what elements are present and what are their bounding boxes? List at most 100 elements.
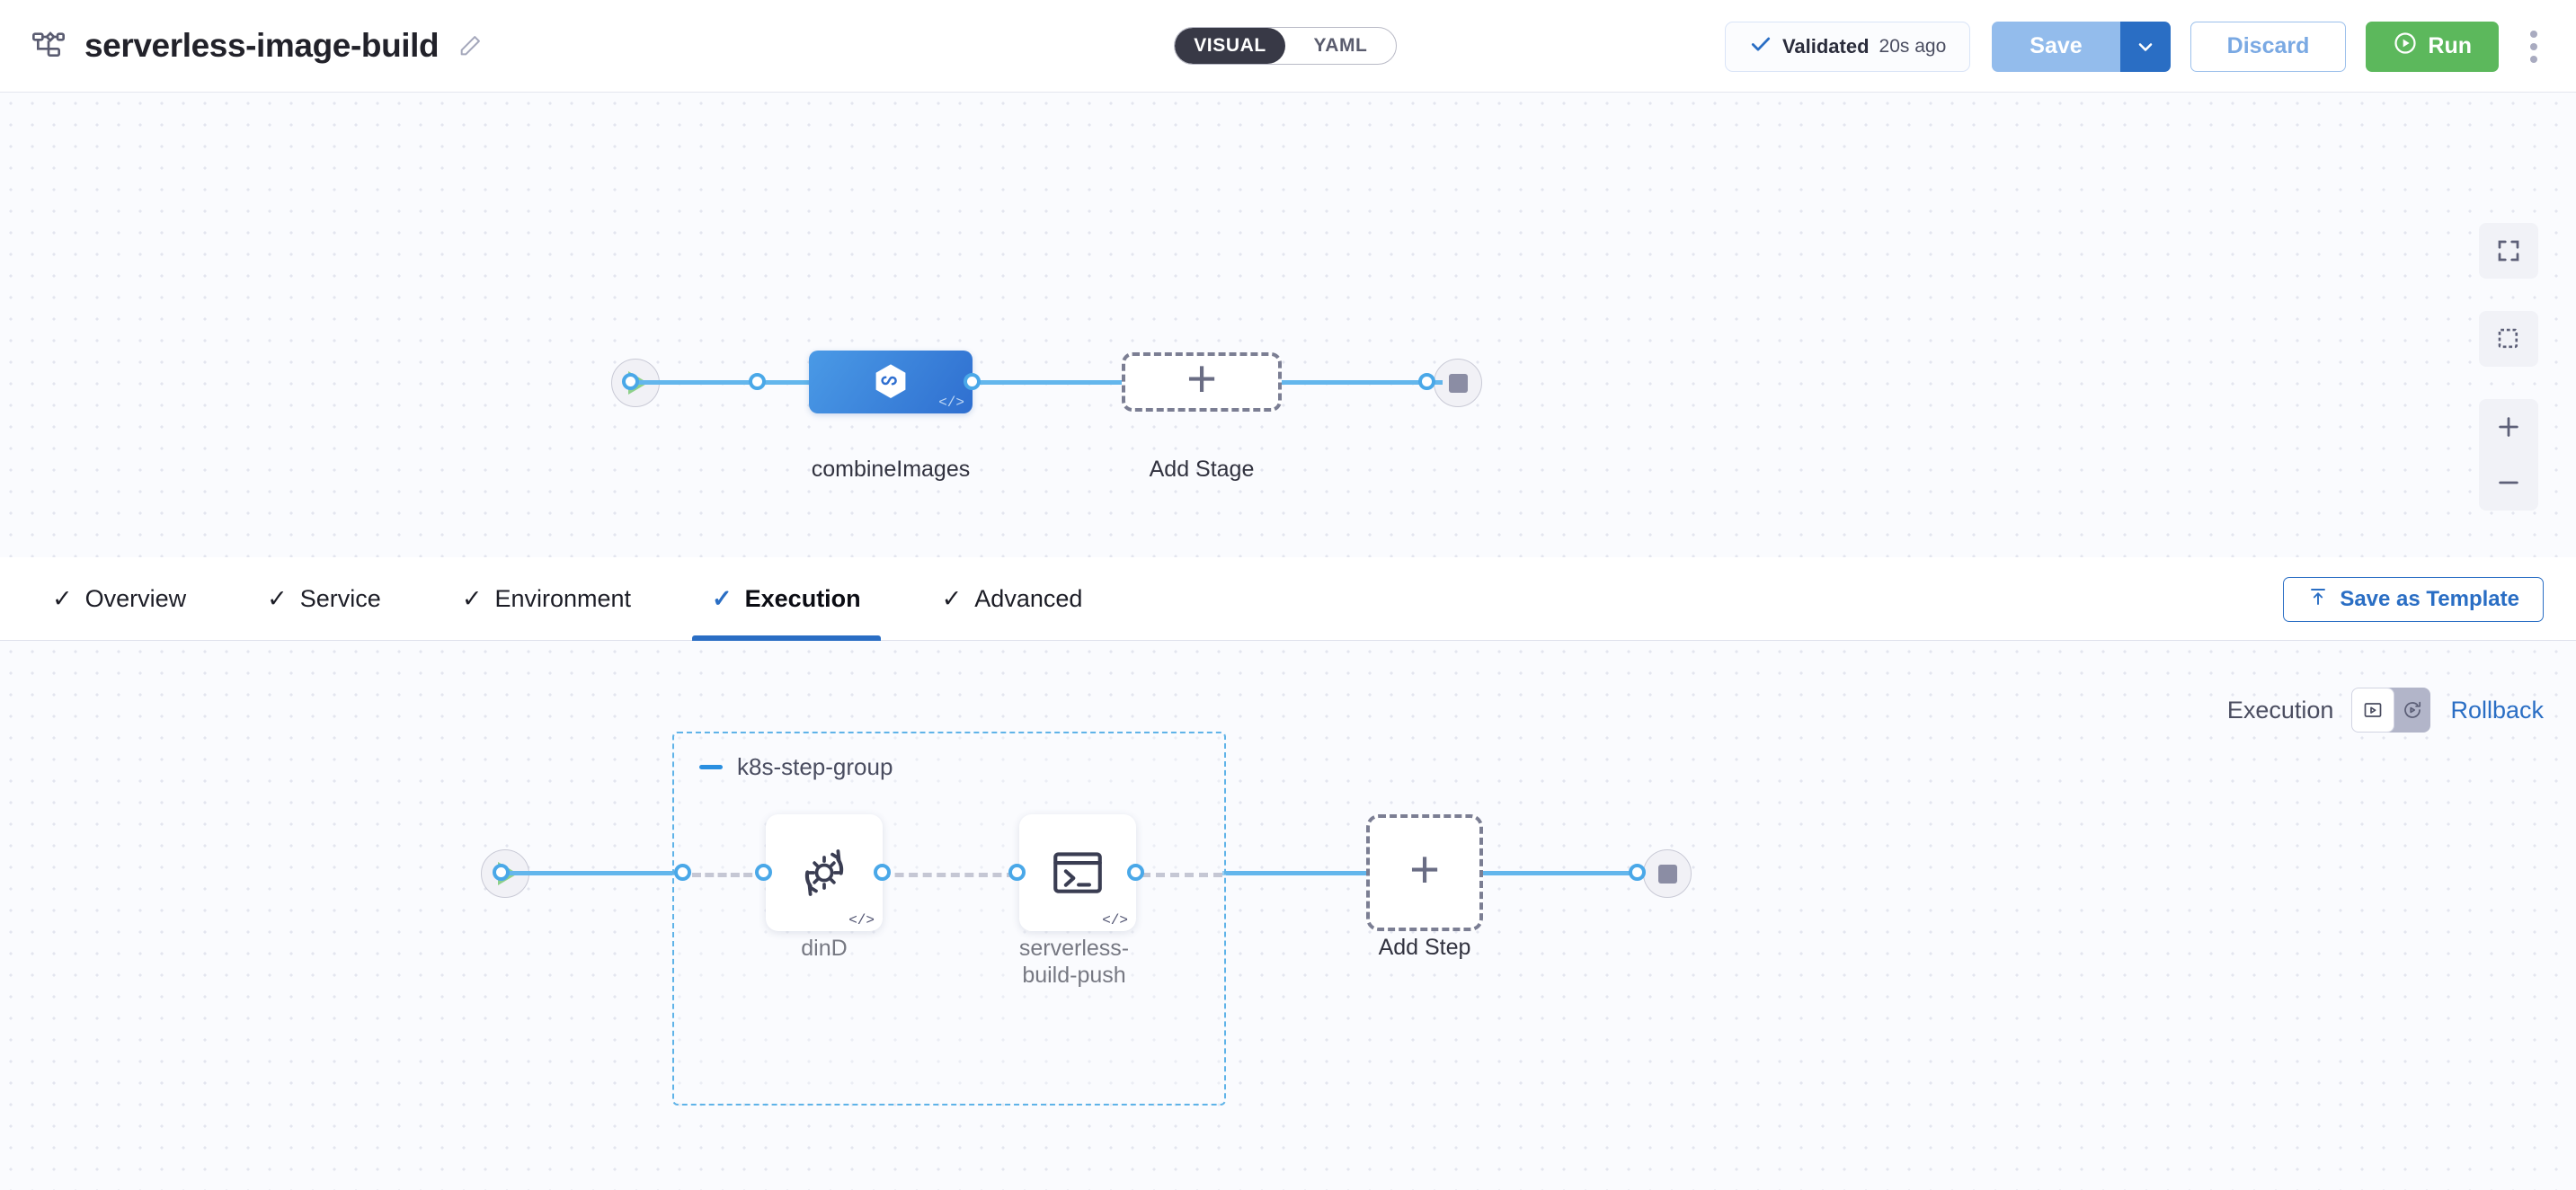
execution-label: Execution [2226,696,2334,724]
dind-in-port[interactable] [755,864,772,881]
check-icon: ✓ [461,584,483,612]
step-node-label-dind: dinD [801,936,848,961]
tab-label: Overview [84,584,187,612]
step-link-dashed-1 [692,873,791,877]
more-vertical-icon[interactable] [2513,22,2554,72]
rollback-label[interactable]: Rollback [2450,696,2544,724]
fit-to-screen-button[interactable] [2479,223,2538,279]
stage-graph-canvas[interactable]: </> combineImages + Add Stage [0,93,2576,557]
add-stage-button[interactable]: + [1122,352,1282,412]
code-badge: </> [1102,912,1128,928]
page-title: serverless-image-build [84,27,440,64]
pencil-icon[interactable] [455,31,485,61]
step-node-dind[interactable]: </> [766,814,883,931]
step-group-k8s[interactable]: k8s-step-group [672,732,1226,1106]
stop-icon [1657,864,1677,884]
add-stage-label: Add Stage [1149,457,1255,482]
validated-time: 20s ago [1879,35,1947,57]
mode-option-visual[interactable]: VISUAL [1175,28,1285,64]
step-node-label-serverless-build-push: serverless- build-push [970,936,1178,989]
tab-label: Execution [744,584,861,612]
harness-hexagon-icon [875,364,906,398]
end-port[interactable] [1418,373,1435,390]
code-badge: </> [938,395,964,411]
label-line-1: serverless- [1018,936,1130,961]
step-group-header[interactable]: k8s-step-group [674,733,1224,781]
add-step-button[interactable]: + [1366,814,1483,931]
mode-option-yaml[interactable]: YAML [1313,35,1368,56]
canvas-controls [2479,223,2538,511]
save-as-template-button[interactable]: Save as Template [2283,577,2544,622]
label-line-2: build-push [1022,962,1126,988]
check-icon: ✓ [941,584,963,612]
step-link-start [509,871,680,875]
tab-overview[interactable]: ✓ Overview [32,557,206,641]
execution-icon [2364,703,2382,717]
check-icon [1749,32,1772,60]
play-circle-icon [2393,31,2418,62]
tab-environment[interactable]: ✓ Environment [442,557,651,641]
tab-label: Environment [494,584,632,612]
stage-link-start [638,380,818,385]
plus-icon: + [1186,350,1217,408]
tab-service[interactable]: ✓ Service [247,557,401,641]
tab-advanced[interactable]: ✓ Advanced [922,557,1103,641]
check-icon: ✓ [267,584,288,612]
selection-box-button[interactable] [2479,311,2538,367]
execution-rollback-toggle[interactable] [2351,688,2431,733]
step-node-serverless-build-push[interactable]: </> [1019,814,1136,931]
add-step-label: Add Step [1378,935,1471,960]
pipeline-end-node[interactable] [1434,359,1482,407]
rollback-toggle-option[interactable] [2394,688,2431,733]
save-dropdown-button[interactable] [2119,21,2171,72]
zoom-in-button[interactable] [2479,399,2538,455]
save-button-group[interactable]: Save [1992,21,2171,72]
stage-node-combineimages[interactable]: </> [809,351,973,413]
minus-icon[interactable] [699,765,723,769]
run-button[interactable]: Run [2366,21,2499,72]
stage-link-mid [971,380,1124,385]
header-left-group: serverless-image-build [0,26,485,66]
start-port[interactable] [622,373,639,390]
discard-button[interactable]: Discard [2190,21,2347,72]
stage-in-port[interactable] [749,373,766,390]
stop-icon [1448,373,1468,393]
stage-out-port[interactable] [964,373,981,390]
step-link-dashed-2 [881,873,1016,877]
save-button[interactable]: Save [1992,21,2120,72]
dind-out-port[interactable] [874,864,891,881]
fit-screen-icon [2498,240,2519,262]
header-actions: Validated 20s ago Save Discard Run [1724,0,2576,93]
tab-label: Advanced [974,584,1083,612]
execution-toggle-option[interactable] [2351,688,2394,733]
rollback-icon [2404,701,2421,718]
group-in-port[interactable] [674,864,691,881]
tab-label: Service [299,584,381,612]
pipeline-flow-icon [29,26,68,66]
step-link-to-add [1222,871,1366,875]
step-link-dashed-3 [1141,873,1222,877]
plus-icon: + [1409,840,1440,899]
terminal-icon [1053,852,1102,893]
buildpush-in-port[interactable] [1008,864,1026,881]
execution-graph-canvas[interactable]: k8s-step-group </> dinD </> serv [0,641,2576,1190]
stage-config-tabs: ✓ Overview ✓ Service ✓ Environment ✓ Exe… [0,557,2576,641]
buildpush-out-port[interactable] [1127,864,1144,881]
plus-icon [2499,417,2518,437]
tab-execution[interactable]: ✓ Execution [692,557,881,641]
execution-rollback-switcher: Execution Rollback [2227,688,2544,733]
template-upload-icon [2307,586,2329,614]
execution-end-node[interactable] [1643,849,1692,898]
exec-start-port[interactable] [493,864,510,881]
step-link-to-end [1483,871,1645,875]
stage-link-end [1272,380,1443,385]
mode-toggle[interactable]: VISUAL YAML [1174,27,1397,65]
validated-label: Validated [1781,34,1870,58]
exec-end-port[interactable] [1629,864,1646,881]
check-icon: ✓ [52,584,73,612]
zoom-out-button[interactable] [2479,455,2538,511]
app-header: serverless-image-build VISUAL YAML Valid… [0,0,2576,93]
gear-rotate-icon [804,849,844,896]
dashed-square-icon [2498,328,2518,349]
run-label: Run [2428,33,2472,58]
